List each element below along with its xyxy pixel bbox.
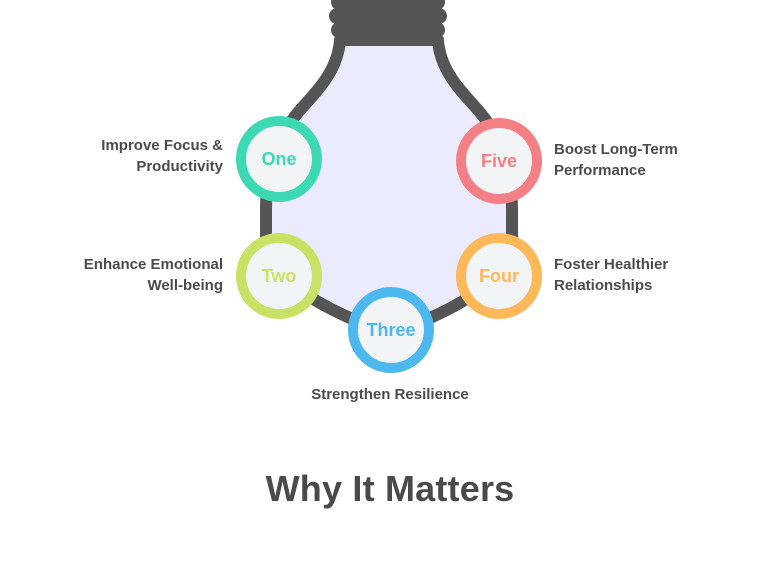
- label-four-line1: Foster Healthier: [554, 256, 669, 273]
- circle-five-text: Five: [480, 150, 518, 171]
- label-one-line2: Productivity: [136, 158, 223, 175]
- circle-one: One: [236, 116, 322, 202]
- page-title: Why It Matters: [265, 468, 515, 509]
- circle-five: Five: [456, 118, 542, 204]
- circle-four-text: Four: [479, 265, 519, 286]
- circle-four: Four: [456, 233, 542, 319]
- circle-three-text: Three: [366, 319, 416, 340]
- label-two-line2: Well-being: [147, 277, 223, 294]
- label-four-line2: Relationships: [554, 277, 653, 294]
- label-one-line1: Improve Focus &: [101, 137, 223, 154]
- circle-two-text: Two: [261, 265, 297, 286]
- circle-three: Three: [348, 287, 434, 373]
- label-five-line1: Boost Long-Term: [554, 141, 678, 158]
- label-two: Enhance Emotional Well-being: [40, 254, 223, 296]
- label-two-line1: Enhance Emotional: [83, 256, 223, 273]
- label-three-line1: Strengthen Resilience: [311, 386, 469, 403]
- label-one: Improve Focus & Productivity: [40, 135, 223, 177]
- label-four: Foster Healthier Relationships: [554, 254, 754, 296]
- circle-two: Two: [236, 233, 322, 319]
- label-five-line2: Performance: [554, 162, 646, 179]
- circle-one-text: One: [261, 148, 297, 169]
- label-five: Boost Long-Term Performance: [554, 139, 754, 181]
- label-three: Strengthen Resilience: [240, 384, 540, 405]
